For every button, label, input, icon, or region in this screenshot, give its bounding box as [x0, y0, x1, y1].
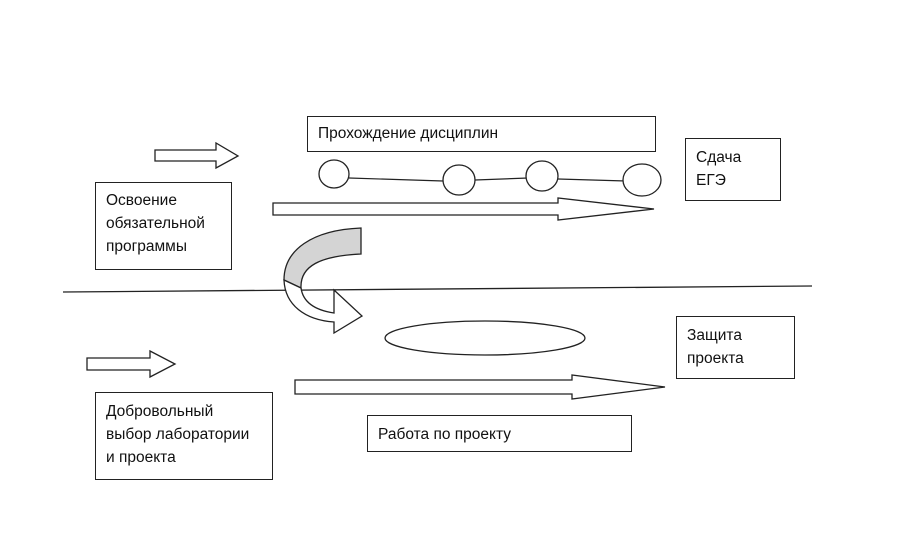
small-right-arrow-bottom [86, 349, 177, 379]
box-line: Прохождение дисциплин [318, 125, 499, 142]
box-line: ЕГЭ [696, 172, 726, 189]
project-work-box: Работа по проекту [367, 415, 632, 452]
box-line: Добровольный [106, 403, 214, 420]
long-arrow-top [272, 197, 655, 221]
mastering-box: Освоение обязательной программы [95, 182, 232, 270]
box-line: выбор лаборатории [106, 426, 250, 443]
small-right-arrow-top [154, 141, 240, 170]
box-line: и проекта [106, 449, 176, 466]
disciplines-box: Прохождение дисциплин [307, 116, 656, 152]
timeline-connectors [348, 177, 627, 182]
defense-box: Защита проекта [676, 316, 795, 379]
voluntary-box: Добровольный выбор лаборатории и проекта [95, 392, 273, 480]
box-line: Освоение [106, 192, 177, 209]
timeline-circles [318, 159, 662, 197]
divider-line [62, 285, 813, 293]
box-line: Защита [687, 327, 742, 344]
box-line: Сдача [696, 149, 742, 166]
box-line: проекта [687, 350, 744, 367]
exam-box: Сдача ЕГЭ [685, 138, 781, 201]
box-line: обязательной [106, 215, 205, 232]
box-line: Работа по проекту [378, 426, 512, 443]
timeline-circle [525, 160, 559, 192]
timeline-circle [318, 159, 350, 189]
timeline-circle [622, 163, 662, 197]
curved-transition-arrow [283, 227, 364, 335]
long-arrow-bottom [294, 374, 666, 400]
timeline-circle [442, 164, 476, 196]
box-line: программы [106, 238, 187, 255]
oval-shape [384, 320, 586, 356]
